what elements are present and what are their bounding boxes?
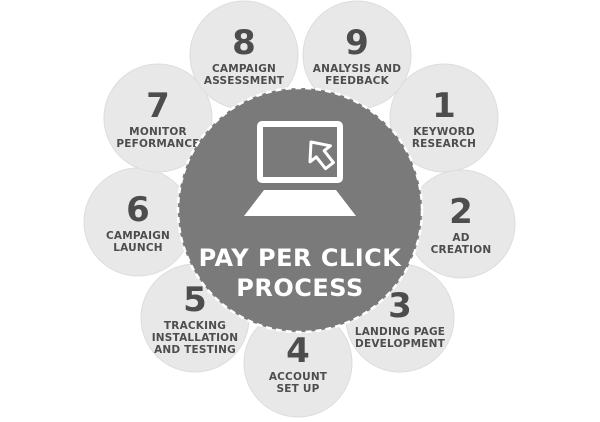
center-hub: PAY PER CLICK PROCESS: [176, 86, 424, 334]
step-label-line: CAMPAIGN: [212, 63, 276, 75]
step-label-line: DEVELOPMENT: [355, 338, 446, 350]
step-label-line: LAUNCH: [113, 242, 163, 254]
step-number: 7: [146, 86, 170, 126]
step-label-line: CREATION: [431, 244, 492, 256]
step-number: 4: [286, 331, 310, 371]
step-label-line: AND TESTING: [154, 344, 236, 356]
step-number: 5: [183, 280, 207, 320]
step-label-line: AD: [452, 232, 469, 244]
dashed-ring: [176, 86, 424, 334]
step-label-line: ASSESSMENT: [204, 75, 285, 87]
step-label-line: TRACKING: [164, 320, 226, 332]
step-label-line: CAMPAIGN: [106, 230, 170, 242]
laptop-with-cursor-icon: [244, 121, 356, 216]
step-label-line: KEYWORD: [413, 126, 475, 138]
step-number: 8: [232, 23, 256, 63]
step-number: 2: [449, 192, 473, 232]
step-label-line: PEFORMANCE: [116, 138, 199, 150]
center-title-line-2: PROCESS: [236, 274, 363, 302]
step-label-line: RESEARCH: [412, 138, 476, 150]
laptop-screen: [257, 121, 343, 183]
step-circle: [103, 63, 213, 173]
step-number: 3: [388, 286, 412, 326]
step-label-line: LANDING PAGE: [355, 326, 445, 338]
step-label-line: SET UP: [277, 383, 320, 395]
step-number: 9: [345, 23, 369, 63]
step-label-line: ANALYSIS AND: [313, 63, 401, 75]
step-label-line: MONITOR: [129, 126, 187, 138]
step-number: 6: [126, 190, 150, 230]
center-title-line-1: PAY PER CLICK: [199, 244, 403, 272]
step-label-line: ACCOUNT: [269, 371, 328, 383]
step-label-line: FEEDBACK: [325, 75, 389, 87]
cursor-arrow-icon: [308, 140, 335, 171]
step-label-line: INSTALLATION: [152, 332, 239, 344]
step-circle: [389, 63, 499, 173]
step-number: 1: [432, 86, 456, 126]
laptop-base: [244, 190, 356, 216]
